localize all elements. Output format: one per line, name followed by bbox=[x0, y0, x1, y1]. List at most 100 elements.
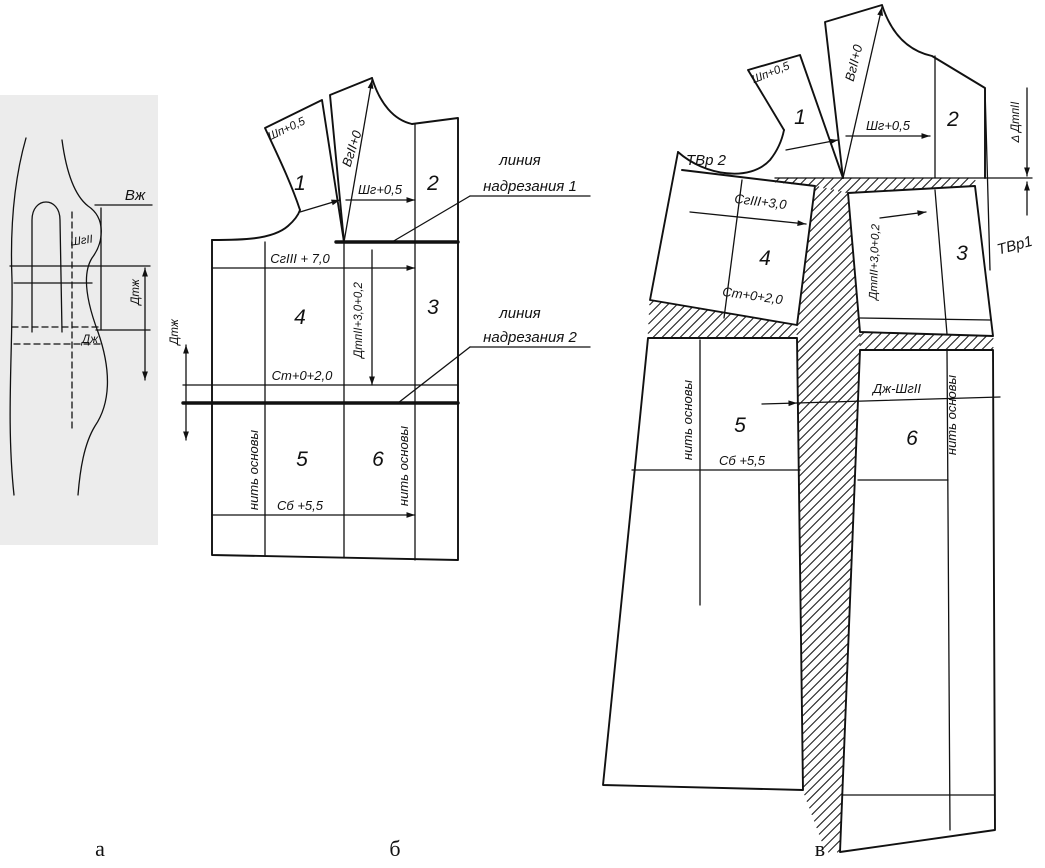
hatch-line bbox=[797, 325, 861, 389]
hatch-line bbox=[892, 177, 907, 192]
v-piece-3-inner-horizontal bbox=[859, 317, 991, 321]
hatch-line bbox=[651, 305, 686, 339]
cut-line-2-leader bbox=[397, 346, 471, 404]
hatch-line bbox=[660, 306, 693, 339]
hatch-line bbox=[801, 698, 847, 744]
b-label-shoulder: Шп+0,5 bbox=[266, 115, 308, 143]
hatch-line bbox=[799, 483, 856, 540]
hatch-line bbox=[797, 259, 855, 316]
v-piece-6-number: 6 bbox=[906, 427, 918, 450]
hatch-line bbox=[872, 332, 892, 351]
cut-line-2-label-line2: надрезания 2 bbox=[483, 329, 577, 346]
b-label-grain-left: нить основы bbox=[246, 430, 261, 511]
hatch-line bbox=[647, 304, 678, 334]
hatch-line bbox=[809, 190, 842, 223]
hatch-line bbox=[799, 492, 855, 549]
hatch-line bbox=[741, 318, 763, 339]
arrowhead bbox=[331, 199, 340, 206]
hatch-line bbox=[815, 177, 826, 187]
v-label-front-length: ДтпII+3,0+0,2 bbox=[868, 223, 883, 302]
v-piece-3-number: 3 bbox=[956, 242, 968, 265]
hatch-line bbox=[799, 530, 854, 584]
arrowhead bbox=[917, 210, 926, 216]
hatch-line bbox=[816, 801, 843, 829]
arrowhead bbox=[142, 371, 148, 380]
hatch-line bbox=[800, 595, 851, 646]
b-label-chest-width: Шг+0,5 bbox=[358, 182, 403, 197]
hatch-line bbox=[797, 333, 861, 398]
hatch-line bbox=[917, 333, 935, 351]
hatch-line bbox=[890, 332, 909, 351]
pattern-b-neckline bbox=[371, 77, 413, 125]
hatch-lines bbox=[859, 331, 994, 351]
arrowhead bbox=[797, 220, 806, 227]
hatch-line bbox=[798, 427, 858, 487]
pattern-b-piece-1-outline bbox=[264, 99, 345, 243]
hatch-line bbox=[801, 652, 849, 700]
hatch-line bbox=[805, 209, 851, 254]
hatch-line bbox=[799, 250, 854, 306]
arrowhead bbox=[1024, 167, 1030, 176]
hatch-line bbox=[796, 292, 858, 353]
b-piece-1-number: 1 bbox=[294, 172, 306, 195]
v-label-chest-girth: СгIII+3,0 bbox=[734, 191, 789, 212]
hatch-line bbox=[800, 605, 851, 655]
v-bust-height-line bbox=[842, 6, 883, 179]
v-piece-3-inner-vertical bbox=[934, 189, 948, 335]
cut-line-1-leader bbox=[391, 195, 471, 243]
pattern-b-dart bbox=[329, 77, 373, 243]
hatch-line bbox=[800, 586, 852, 638]
arrowhead bbox=[829, 138, 838, 145]
hatch-line bbox=[687, 310, 716, 339]
hatch-line bbox=[802, 745, 845, 789]
hatch-line bbox=[798, 408, 859, 469]
hatch-line bbox=[798, 398, 859, 460]
hatch-line bbox=[798, 417, 858, 478]
v-label-belly-extension: Дж-ШгII bbox=[871, 381, 921, 396]
label-vzh: Вж bbox=[125, 187, 146, 204]
hatch-line bbox=[930, 177, 943, 189]
hatch-line bbox=[796, 284, 857, 344]
hatch-line bbox=[797, 361, 861, 424]
hatch-line bbox=[823, 177, 835, 189]
hatch-line bbox=[797, 342, 861, 407]
hatch-line bbox=[796, 275, 856, 336]
b-piece-2-number: 2 bbox=[426, 172, 439, 195]
hatch-line bbox=[669, 307, 701, 339]
v-chest-girth-line bbox=[689, 211, 807, 225]
v-armhole bbox=[677, 129, 785, 175]
v-piece-1-number: 1 bbox=[794, 106, 806, 129]
caption-a: а bbox=[95, 836, 105, 861]
hatch-line bbox=[797, 389, 859, 451]
hatch-line bbox=[796, 300, 858, 362]
hatch-line bbox=[800, 577, 852, 629]
hatch-line bbox=[962, 334, 979, 351]
label-dtzh: Дтж bbox=[130, 278, 142, 307]
arrowhead bbox=[788, 400, 797, 407]
hatch-line bbox=[899, 333, 918, 351]
hatch-line bbox=[807, 177, 817, 186]
hatch-line bbox=[802, 736, 846, 780]
body-front-outline bbox=[61, 139, 109, 496]
cut-line-1-label-line2: надрезания 1 bbox=[483, 178, 577, 195]
hatch-line bbox=[799, 520, 854, 575]
v-piece-2-outline bbox=[824, 4, 986, 179]
hatch-line bbox=[953, 334, 970, 351]
b-piece-6-number: 6 bbox=[372, 448, 384, 471]
v-piece-1-outline bbox=[747, 54, 844, 179]
hatch-line bbox=[798, 464, 856, 522]
hatch-line bbox=[959, 177, 970, 188]
hatch-line bbox=[802, 726, 846, 771]
hatch-line bbox=[796, 317, 860, 380]
hatch-lines bbox=[647, 300, 798, 339]
hatch-line bbox=[786, 327, 798, 339]
hatch-line bbox=[971, 335, 988, 351]
hatch-line bbox=[801, 234, 853, 285]
hatch-line bbox=[797, 380, 860, 442]
hatch-line bbox=[801, 708, 847, 753]
hatch-line bbox=[806, 764, 845, 802]
arrowhead bbox=[406, 265, 415, 271]
hatch-lines bbox=[774, 177, 976, 194]
v-label-waist-girth: Ст+0+2,0 bbox=[722, 284, 785, 307]
